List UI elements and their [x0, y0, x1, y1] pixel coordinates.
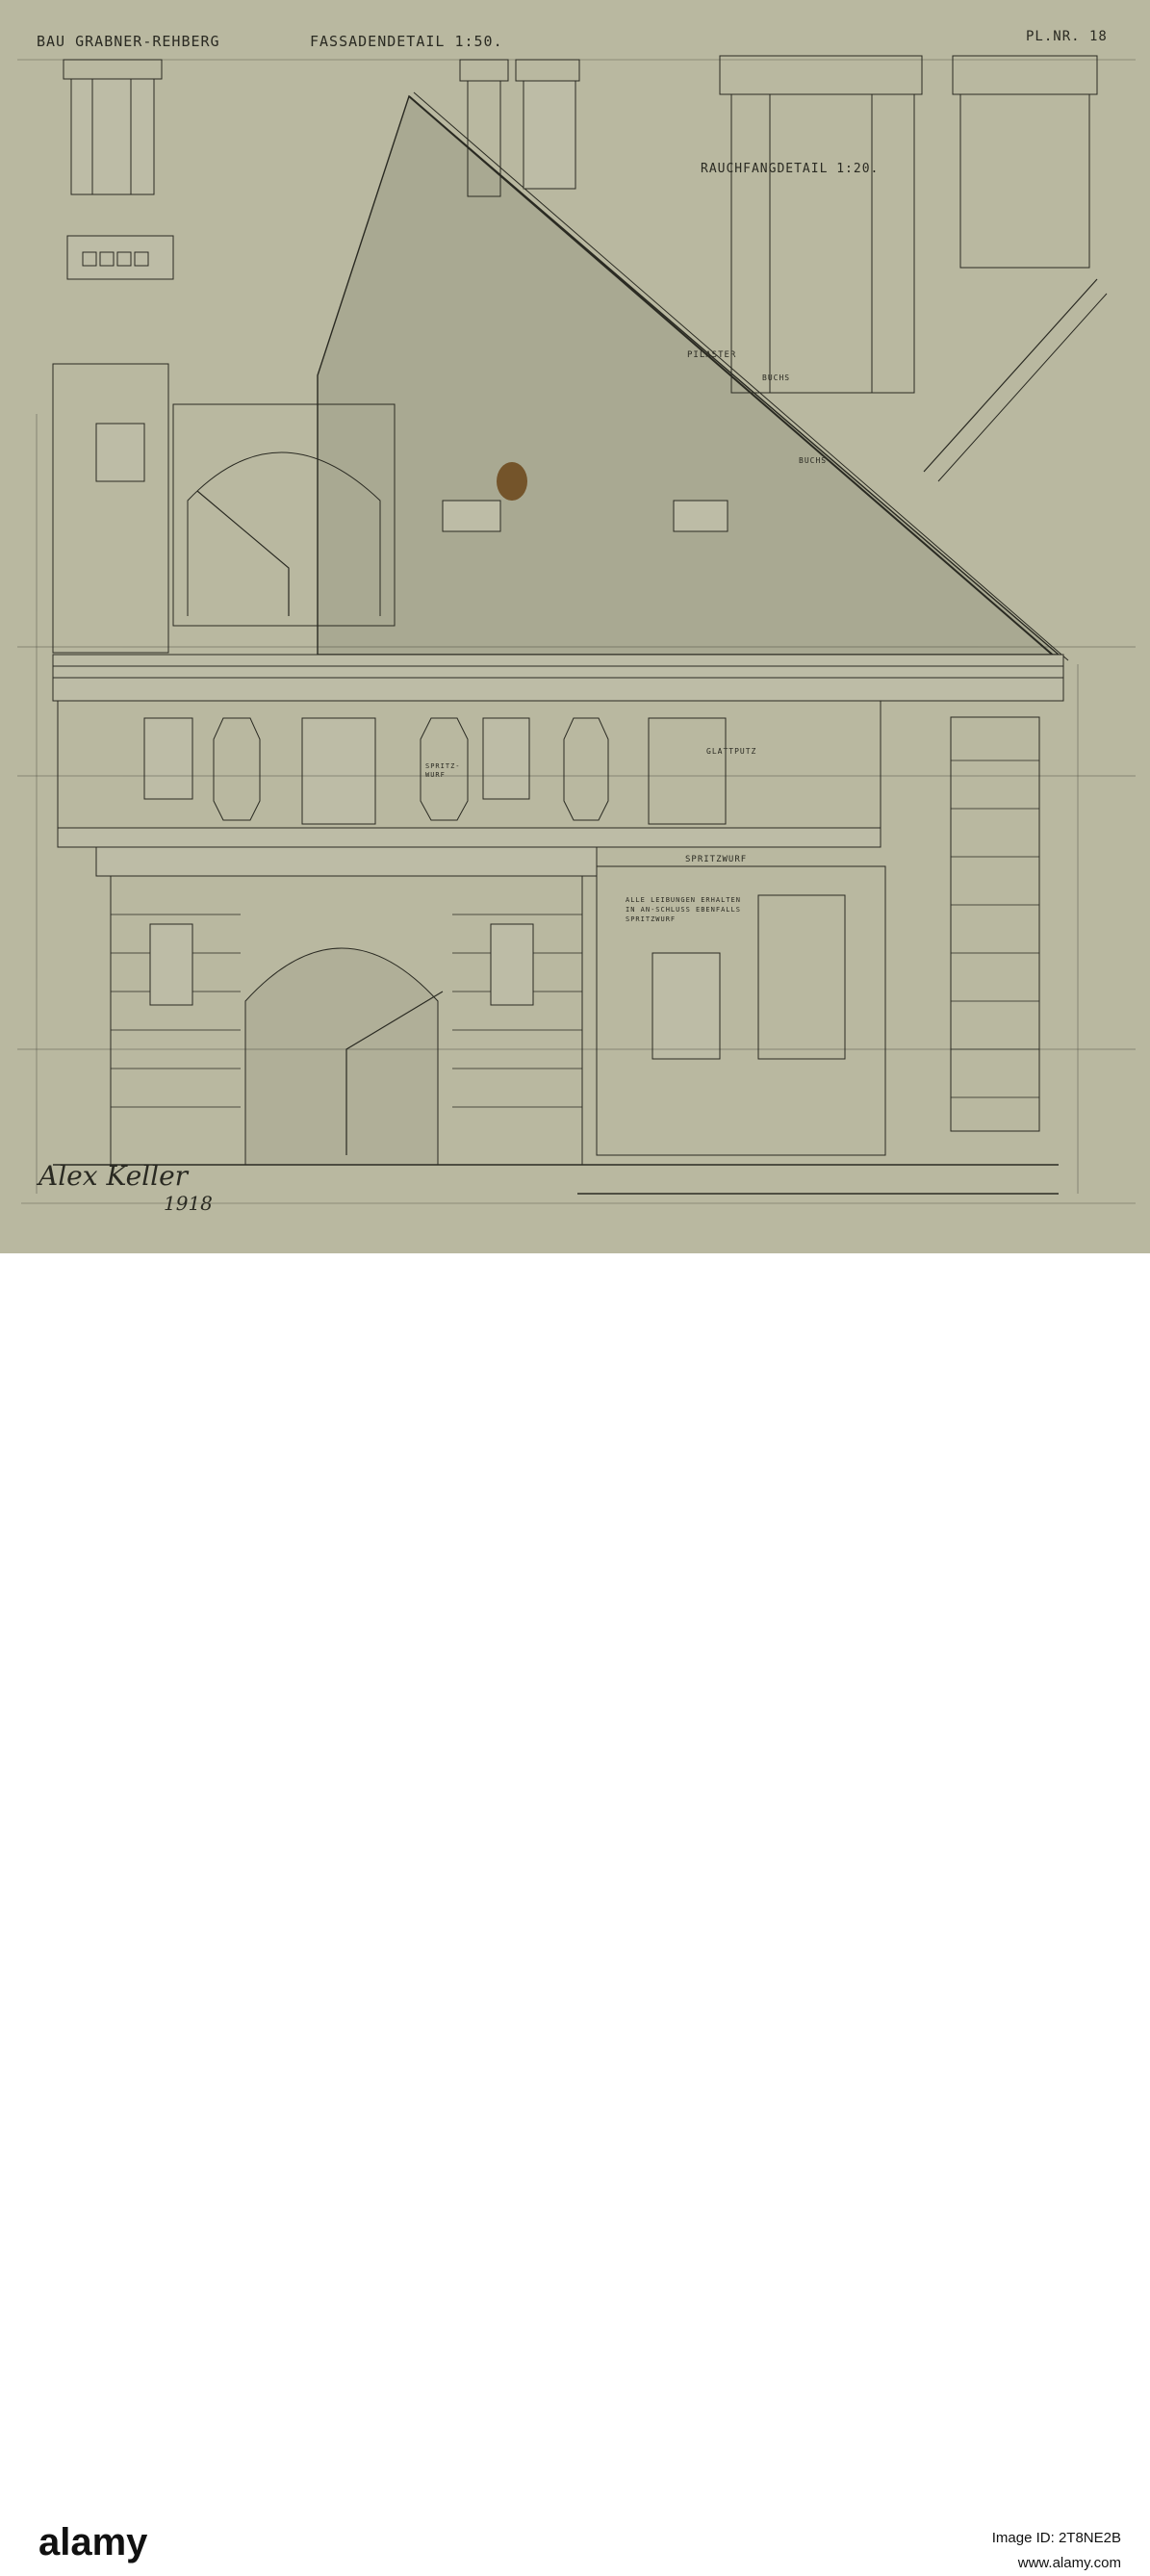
image-id: Image ID: 2T8NE2B	[991, 2530, 1121, 2546]
roof	[317, 94, 1061, 656]
stock-footer: alamy Image ID: 2T8NE2B www.alamy.com	[0, 1253, 1150, 2571]
glattputz-label: GLATTPUTZ	[706, 747, 757, 756]
pilaster-label: PILASTER	[687, 350, 737, 360]
image-info: Image ID: 2T8NE2B www.alamy.com	[992, 2526, 1121, 2576]
drawing-title: BAU GRABNER-REHBERG	[37, 33, 220, 50]
drawing-subtitle: FASSADENDETAIL 1:50.	[310, 33, 503, 50]
buchs-label-upper: BUCHS	[762, 374, 791, 382]
spritzwurf-panel-label: SPRITZ-WURF	[425, 762, 461, 779]
facade-drawing	[17, 55, 1136, 1204]
brand-logo: alamy	[38, 2521, 148, 2563]
stain	[497, 462, 527, 501]
chimney-detail-label: RAUCHFANGDETAIL 1:20.	[701, 162, 880, 176]
site-url: www.alamy.com	[1017, 2555, 1121, 2571]
architect-signature: Alex Keller	[38, 1160, 189, 1192]
plan-number: PL.NR. 18	[1026, 29, 1108, 44]
signature-year: 1918	[164, 1192, 213, 1215]
buchs-label-lower: BUCHS	[799, 456, 828, 465]
architectural-drawing: BAU GRABNER-REHBERG FASSADENDETAIL 1:50.…	[0, 0, 1150, 1253]
spritzwurf-label: SPRITZWURF	[685, 855, 748, 864]
plaster-note: ALLE LEIBUNGEN ERHALTEN IN AN-SCHLUSS EB…	[626, 896, 741, 923]
